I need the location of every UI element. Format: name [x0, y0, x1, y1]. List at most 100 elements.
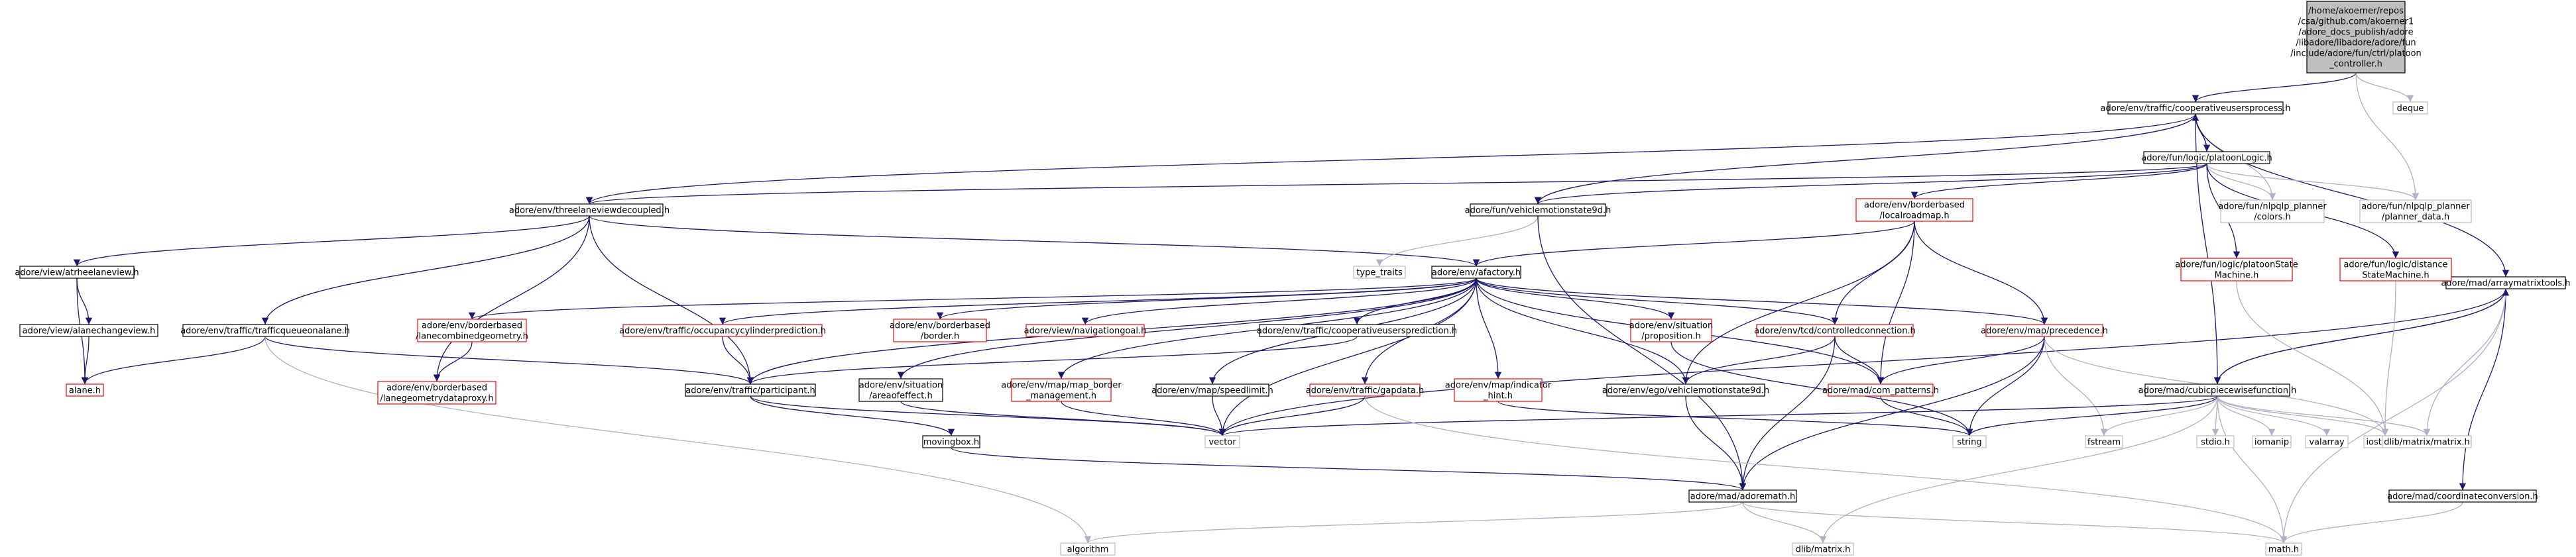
edge-root-to-nlpqlp_data [2355, 72, 2420, 201]
node-label: adore/mad/adoremath.h [1690, 492, 1795, 502]
node-atl[interactable]: adore/view/atrheelaneview.h [15, 266, 139, 279]
node-label: adore/env/ego/vehiclemotionstate9d.h [1602, 386, 1769, 396]
node-vehmotion9d-fun[interactable]: adore/fun/vehiclemotionstate9d.h [1465, 203, 1611, 217]
node-box [893, 319, 987, 342]
node-type-traits: type_traits [1353, 266, 1406, 279]
edge-localroadmap-to-compatterns [1877, 221, 1915, 385]
node-label: adore/env/map/map_border [1001, 381, 1122, 391]
node-indicatorhint[interactable]: adore/env/map/indicator_hint.h [1445, 378, 1552, 402]
edge-cubicpiecewise-to-math [2217, 395, 2288, 544]
node-label: adore/fun/logic/distance [2343, 260, 2447, 270]
node-adoremath[interactable]: adore/mad/adoremath.h [1688, 489, 1797, 503]
edge-mapborder-to-vector [1061, 401, 1226, 436]
node-proposition[interactable]: adore/env/situation/proposition.h [1629, 319, 1714, 342]
node-mapborder[interactable]: adore/env/map/map_border_management.h [1001, 378, 1122, 402]
node-box [2382, 435, 2472, 448]
node-box [515, 203, 664, 217]
node-afactory[interactable]: adore/env/afactory.h [1431, 266, 1521, 279]
node-label: adore/mad/cubicpiecewisefunction.h [2138, 386, 2297, 396]
node-controlledconn[interactable]: adore/env/tcd/controlledconnection.h [1754, 324, 1916, 337]
node-box [2220, 199, 2325, 223]
node-box [66, 383, 104, 397]
edge-trafficqueue-to-participant [264, 336, 754, 385]
node-areaofeffect[interactable]: adore/env/situation/areaofeffect.h [858, 378, 943, 402]
node-threelane[interactable]: adore/env/threelaneviewdecoupled.h [509, 203, 670, 217]
node-arraymatrix[interactable]: adore/mad/arraymatrixtools.h [2441, 276, 2571, 289]
edge-gapdata-to-vector [1218, 395, 1366, 436]
edge-movingbox-to-adoremath [951, 447, 1746, 491]
edge-trafficqueue-to-alane [81, 336, 266, 385]
node-label: _controller.h [2329, 60, 2382, 70]
node-lanegeomproxy[interactable]: adore/env/borderbased/lanegeometrydatapr… [377, 381, 497, 405]
node-participant[interactable]: adore/env/traffic/participant.h [685, 383, 816, 397]
node-box [2143, 151, 2270, 164]
node-localroadmap[interactable]: adore/env/borderbased/localroadmap.h [1855, 198, 1973, 222]
node-platoonlogic[interactable]: adore/fun/logic/platoonLogic.h [2141, 151, 2272, 164]
node-label: /colors.h [2254, 213, 2291, 223]
node-cubicpiecewise[interactable]: adore/mad/cubicpiecewisefunction.h [2138, 383, 2297, 397]
node-gapdata[interactable]: adore/env/traffic/gapdata.h [1306, 383, 1425, 397]
node-lanecombined[interactable]: adore/env/borderbased/lanecombinedgeomet… [416, 319, 528, 342]
edge-areaofeffect-to-vector [900, 401, 1226, 436]
node-precedence[interactable]: adore/env/map/precedence.h [1981, 324, 2108, 337]
node-coop-pred[interactable]: adore/env/traffic/cooperativeuserspredic… [1257, 324, 1457, 337]
node-vehmotion9d-env[interactable]: adore/env/ego/vehiclemotionstate9d.h [1602, 383, 1769, 397]
node-box [2107, 101, 2284, 115]
node-coop-proc[interactable]: adore/env/traffic/cooperativeusersproces… [2101, 101, 2291, 115]
node-box [2196, 435, 2235, 448]
edge-cubicpiecewise-to-dlibmatrix [2217, 395, 2431, 436]
edge-coop_pred-to-participant [747, 336, 1358, 385]
node-label: adore/mad/com_patterns.h [1822, 386, 1939, 396]
edge-cubicpiecewise-to-vector [1219, 395, 2218, 436]
node-box [1606, 383, 1765, 397]
node-box [1060, 542, 1116, 556]
edge-cubicpiecewise-to-valarray [2217, 395, 2331, 436]
node-compatterns[interactable]: adore/mad/com_patterns.h [1822, 383, 1939, 397]
node-iomanip: iomanip [2252, 435, 2292, 448]
node-navgoal[interactable]: adore/view/navigationgoal.h [1024, 324, 1147, 337]
node-alane[interactable]: alane.h [66, 383, 104, 397]
node-label: adore/view/navigationgoal.h [1024, 327, 1147, 336]
nodes: /home/akoerner/repos/csa/github.com/akoe… [15, 1, 2571, 556]
node-label: dlib/matrix.h [1796, 545, 1851, 555]
edge-localroadmap-to-afactory [1473, 221, 1915, 267]
node-label: /home/akoerner/repos [2308, 7, 2404, 17]
node-label: adore/fun/logic/platoonState [2175, 260, 2298, 270]
node-speedlimit[interactable]: adore/env/map/speedlimit.h [1151, 383, 1273, 397]
node-label: stdio.h [2201, 438, 2230, 448]
edge-arraymatrix-to-vector [1218, 288, 2506, 436]
node-occupancy[interactable]: adore/env/traffic/occupancycylinderpredi… [619, 324, 826, 337]
node-label: /lanegeometrydataproxy.h [380, 394, 493, 404]
node-label: adore/env/map/speedlimit.h [1151, 386, 1273, 396]
node-coordconv[interactable]: adore/mad/coordinateconversion.h [2387, 489, 2538, 503]
node-label: StateMachine.h [2362, 271, 2429, 281]
node-dlibmatrix: dlib/matrix/matrix.h [2382, 435, 2472, 448]
node-label: /proposition.h [1641, 332, 1701, 342]
node-movingbox[interactable]: movingbox.h [922, 435, 980, 448]
node-label: adore/env/traffic/occupancycylinderpredi… [619, 327, 826, 336]
node-label: adore/env/traffic/trafficqueueonalane.h [180, 327, 350, 336]
node-label: adore/mad/arraymatrixtools.h [2441, 279, 2570, 289]
edge-adoremath-to-algorithm [1084, 501, 1743, 544]
node-box [2359, 199, 2472, 223]
edge-afactory-to-controlledconn [1476, 278, 1839, 325]
edge-occupancy-to-participant [722, 336, 754, 385]
node-alanechange[interactable]: adore/view/alanechangeview.h [19, 324, 158, 337]
edge-cubicpiecewise-to-dlibmatrixh [1819, 395, 2218, 544]
node-box [2305, 435, 2349, 448]
node-box [685, 383, 816, 397]
node-label: adore/fun/nlpqlp_planner [2361, 202, 2470, 212]
edge-platoonlogic-to-nlpqlp_colors [2206, 163, 2276, 201]
node-root[interactable]: /home/akoerner/repos/csa/github.com/akoe… [2290, 1, 2422, 74]
edge-platoonlogic-to-threelane [586, 163, 2207, 205]
node-trafficqueue[interactable]: adore/env/traffic/trafficqueueonalane.h [180, 324, 350, 337]
node-border[interactable]: adore/env/borderbased/border.h [890, 319, 990, 342]
node-deque: deque [2392, 101, 2428, 115]
edge-arraymatrix-to-math [2280, 288, 2506, 544]
node-box [1309, 383, 1421, 397]
edge-platoonstate-to-iostream [2236, 280, 2389, 436]
node-label: alane.h [69, 386, 101, 396]
edge-afactory-to-precedence [1476, 278, 2048, 325]
